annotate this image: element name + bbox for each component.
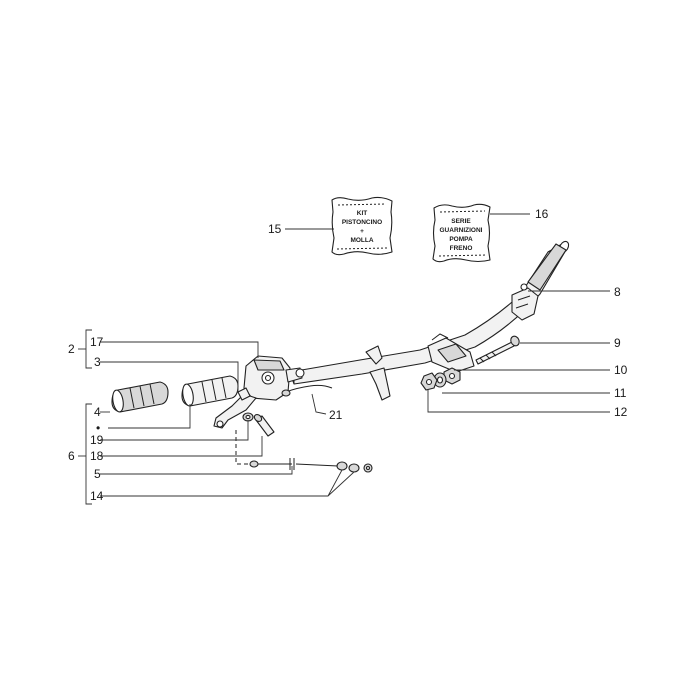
- screw-18: [253, 414, 275, 437]
- label-21: 21: [329, 408, 343, 422]
- label-17: 17: [90, 335, 104, 349]
- leader-lines: [78, 213, 610, 505]
- label-dot: •: [96, 421, 100, 435]
- kit-16-line-2: GUARNIZIONI: [440, 227, 483, 234]
- right-grip: [181, 375, 239, 407]
- label-5: 5: [94, 467, 101, 481]
- label-19: 19: [90, 433, 104, 447]
- kit-bag-16: SERIE GUARNIZIONI POMPA FRENO: [432, 203, 491, 263]
- label-14: 14: [90, 489, 104, 503]
- nut-12: [420, 372, 438, 391]
- label-12: 12: [614, 405, 628, 419]
- label-9: 9: [614, 336, 621, 350]
- bolt-9: [475, 335, 520, 365]
- kit-15-line-3: +: [360, 228, 364, 235]
- label-16: 16: [535, 207, 549, 221]
- brake-master-cylinder: [243, 355, 305, 401]
- kit-15-line-2: PISTONCINO: [342, 219, 382, 226]
- label-6: 6: [68, 449, 75, 463]
- brake-lever: [213, 387, 257, 429]
- label-11: 11: [614, 386, 627, 400]
- kit-15-line-4: MOLLA: [350, 237, 373, 244]
- handlebar-tube: [289, 240, 570, 401]
- kit-16-line-3: POMPA: [449, 236, 473, 243]
- kit-15-line-1: KIT: [357, 210, 368, 217]
- label-10: 10: [614, 363, 628, 377]
- label-2: 2: [68, 342, 75, 356]
- left-grip: [111, 381, 169, 413]
- kit-bag-15: KIT PISTONCINO + MOLLA: [331, 196, 393, 256]
- brake-cable: [235, 430, 373, 473]
- label-15: 15: [268, 222, 282, 236]
- label-3: 3: [94, 355, 101, 369]
- washer-19: [242, 412, 254, 422]
- kit-16-line-4: FRENO: [450, 245, 473, 252]
- label-8: 8: [614, 285, 621, 299]
- kit-16-line-1: SERIE: [451, 218, 471, 225]
- brake-switch-wire-21: [281, 384, 333, 397]
- label-18: 18: [90, 449, 104, 463]
- label-4: 4: [94, 405, 101, 419]
